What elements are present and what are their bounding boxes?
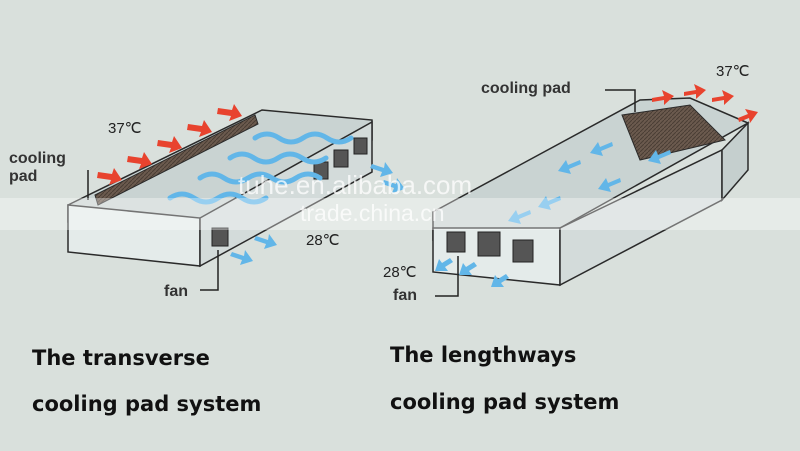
fan-leader-line xyxy=(200,250,219,291)
transverse-fan-label: fan xyxy=(164,283,188,300)
fan-icon xyxy=(211,227,229,247)
hot-air-arrow-icon xyxy=(652,90,674,105)
cool-air-arrow-icon xyxy=(491,274,509,287)
cool-air-arrow-icon xyxy=(435,258,453,271)
transverse-pad-label-line2: pad xyxy=(9,168,38,185)
transverse-side-wall xyxy=(199,120,373,268)
transverse-pad-label-line1: cooling xyxy=(9,150,66,167)
lengthways-caption-line1: The lengthways xyxy=(390,343,577,367)
fan-icon xyxy=(353,137,368,155)
pad-leader-line xyxy=(605,89,636,112)
fan-icon xyxy=(333,149,349,168)
hot-air-arrow-icon xyxy=(97,168,122,185)
cool-air-arrow-icon xyxy=(598,178,621,192)
cool-air-arrow-icon xyxy=(590,142,613,156)
cool-air-arrow-icon xyxy=(558,160,581,174)
lengthways-cool-air-arrows xyxy=(435,142,671,287)
cool-air-arrow-icon xyxy=(538,196,561,210)
watermark-line-1: tuhe.en.alibaba.com xyxy=(238,170,473,200)
cool-air-arrow-icon xyxy=(370,162,393,177)
lengthways-hot-air-arrows xyxy=(652,84,758,123)
lengthways-end-wall xyxy=(721,121,749,203)
transverse-cool-exit-arrows xyxy=(230,162,405,265)
transverse-cooling-pad xyxy=(94,114,259,206)
transverse-cool-airflow xyxy=(167,131,354,205)
cool-air-arrow-icon xyxy=(254,234,277,249)
transverse-temp-hot: 37℃ xyxy=(108,120,142,137)
transverse-caption-line2: cooling pad system xyxy=(32,392,262,416)
cool-air-arrow-icon xyxy=(459,262,477,275)
cool-air-arrow-icon xyxy=(648,150,671,164)
hot-air-arrow-icon xyxy=(684,84,706,99)
cool-air-arrow-icon xyxy=(382,178,405,193)
cool-air-arrow-icon xyxy=(230,250,253,265)
cool-air-arrow-icon xyxy=(508,210,531,224)
fan-icon xyxy=(512,239,534,263)
lengthways-fan-label: fan xyxy=(393,287,417,304)
hot-air-arrow-icon xyxy=(738,109,758,123)
transverse-caption-line1: The transverse xyxy=(32,346,210,370)
lengthways-house xyxy=(432,97,750,287)
hot-air-arrow-icon xyxy=(157,136,182,153)
lengthways-cooling-pad xyxy=(621,104,726,161)
watermark-line-2: trade.china.cn xyxy=(300,200,445,226)
hot-air-arrow-icon xyxy=(712,90,734,105)
fan-icon xyxy=(477,231,501,257)
fan-icon xyxy=(446,231,466,253)
hot-air-arrow-icon xyxy=(217,104,242,121)
watermark-band xyxy=(0,198,800,230)
transverse-hot-air-arrows xyxy=(97,104,242,185)
fan-leader-line xyxy=(435,256,459,297)
lengthways-fans xyxy=(446,231,534,263)
lengthways-temp-cool: 28℃ xyxy=(383,264,417,281)
hot-air-arrow-icon xyxy=(127,152,152,169)
hot-air-arrow-icon xyxy=(187,120,212,137)
lengthways-caption-line2: cooling pad system xyxy=(390,390,620,414)
transverse-temp-cool: 28℃ xyxy=(306,232,340,249)
lengthways-pad-label: cooling pad xyxy=(481,80,571,97)
lengthways-temp-hot: 37℃ xyxy=(716,63,750,80)
